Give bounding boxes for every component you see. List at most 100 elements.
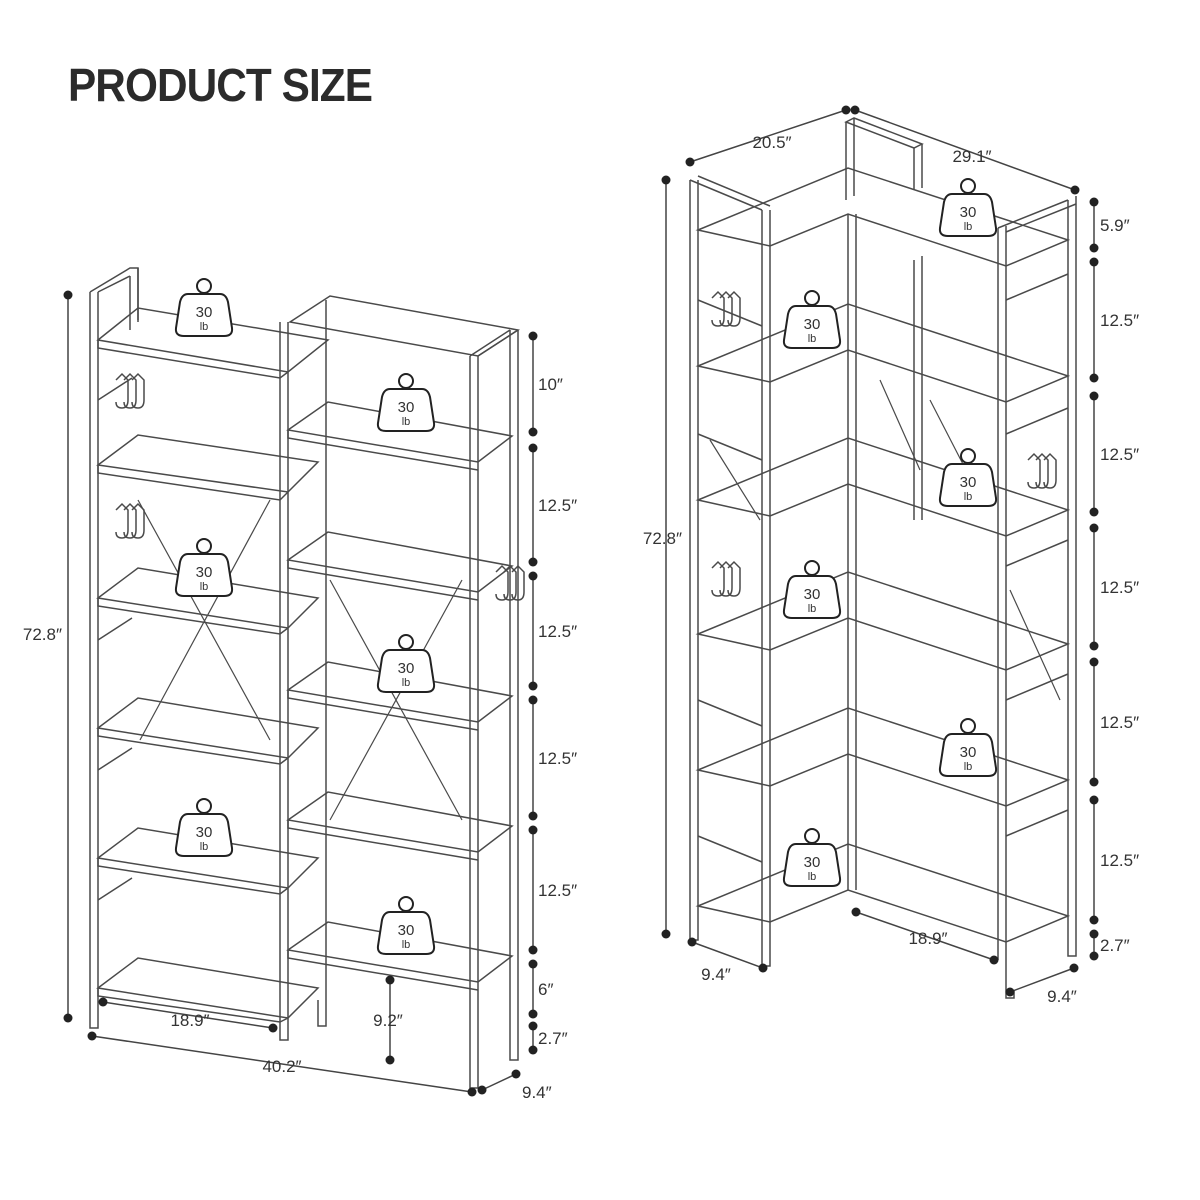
right-top-width-left-line	[689, 109, 847, 163]
right-inner-width-label: 18.9″	[908, 929, 947, 948]
weight-value: 30	[960, 474, 977, 491]
left-section-width-line	[102, 1001, 274, 1029]
left-shelf-spacing-label: 10″	[538, 375, 563, 394]
dimension-endpoint	[528, 945, 538, 955]
dimension-endpoint	[1089, 777, 1099, 787]
dimension-endpoint	[1089, 657, 1099, 667]
dimension-endpoint	[528, 443, 538, 453]
right-shelf-spacing-label: 12.5″	[1100, 445, 1139, 464]
dimension-endpoint	[1089, 951, 1099, 961]
dimension-endpoint	[685, 157, 695, 167]
weight-value: 30	[398, 660, 415, 677]
left-shelf-spacing-label: 6″	[538, 980, 553, 999]
left-section-width-label: 18.9″	[170, 1011, 209, 1030]
dimension-endpoint	[1005, 987, 1015, 997]
dimension-endpoint	[1089, 257, 1099, 267]
hooks	[115, 290, 1057, 601]
dimension-endpoint	[661, 175, 671, 185]
dimension-endpoint	[528, 811, 538, 821]
left-shelf-spacing-label: 12.5″	[538, 622, 577, 641]
right-depth-right-line	[1009, 967, 1075, 993]
left-depth-line	[481, 1073, 517, 1091]
dimension-endpoint	[63, 290, 73, 300]
weight-value: 30	[398, 399, 415, 416]
dimension-annotations: 72.8″18.9″40.2″9.4″9.2″10″12.5″12.5″12.5…	[23, 105, 1139, 1102]
dimension-endpoint	[1089, 929, 1099, 939]
weight-unit: lb	[808, 603, 817, 615]
left-total-width-label: 40.2″	[262, 1057, 301, 1076]
left-depth-label: 9.4″	[522, 1083, 552, 1102]
right-depth-left-line	[691, 941, 764, 969]
hook-icon	[711, 290, 741, 327]
dimension-endpoint	[1089, 795, 1099, 805]
dimension-endpoint	[63, 1013, 73, 1023]
dimension-endpoint	[528, 681, 538, 691]
weight-unit: lb	[402, 939, 411, 951]
dimension-endpoint	[528, 427, 538, 437]
dimension-endpoint	[1089, 391, 1099, 401]
dimension-endpoint	[687, 937, 697, 947]
dimension-endpoint	[528, 959, 538, 969]
left-shelf-spacing-label: 2.7″	[538, 1029, 568, 1048]
right-shelf-spacing-label: 2.7″	[1100, 936, 1130, 955]
dimension-endpoint	[98, 997, 108, 1007]
weight-unit: lb	[200, 581, 209, 593]
dimension-endpoint	[87, 1031, 97, 1041]
dimension-endpoint	[528, 1021, 538, 1031]
hook-icon	[1027, 452, 1057, 489]
weight-unit: lb	[964, 491, 973, 503]
weight-unit: lb	[200, 321, 209, 333]
weight-value: 30	[960, 204, 977, 221]
weight-value: 30	[804, 316, 821, 333]
page-title: PRODUCT SIZE	[68, 59, 373, 111]
right-shelf-spacing-label: 12.5″	[1100, 713, 1139, 732]
weight-value: 30	[196, 824, 213, 841]
dimension-endpoint	[528, 825, 538, 835]
dimension-endpoint	[385, 975, 395, 985]
right-depth-left-label: 9.4″	[701, 965, 731, 984]
dimension-endpoint	[1089, 523, 1099, 533]
right-shelf-spacing-label: 12.5″	[1100, 578, 1139, 597]
weight-unit: lb	[808, 871, 817, 883]
weight-unit: lb	[808, 333, 817, 345]
weight-value: 30	[804, 854, 821, 871]
dimension-endpoint	[528, 557, 538, 567]
right-top-width-right-label: 29.1″	[952, 147, 991, 166]
weight-value: 30	[196, 564, 213, 581]
hook-icon	[711, 560, 741, 597]
dimension-endpoint	[385, 1055, 395, 1065]
dimension-endpoint	[661, 929, 671, 939]
dimension-endpoint	[511, 1069, 521, 1079]
right-shelf-spacing-label: 12.5″	[1100, 851, 1139, 870]
weight-value: 30	[804, 586, 821, 603]
weight-unit: lb	[402, 416, 411, 428]
dimension-endpoint	[841, 105, 851, 115]
right-shelf-spacing-label: 12.5″	[1100, 311, 1139, 330]
left-total-width-line	[91, 1035, 473, 1093]
dimension-endpoint	[758, 963, 768, 973]
weight-unit: lb	[200, 841, 209, 853]
weight-unit: lb	[402, 677, 411, 689]
dimension-endpoint	[268, 1023, 278, 1033]
right-top-width-left-label: 20.5″	[752, 133, 791, 152]
weight-value: 30	[960, 744, 977, 761]
right-height-label: 72.8″	[643, 529, 682, 548]
dimension-endpoint	[1089, 507, 1099, 517]
dimension-endpoint	[528, 571, 538, 581]
weight-unit: lb	[964, 761, 973, 773]
right-inner-width-line	[855, 911, 995, 961]
dimension-endpoint	[528, 695, 538, 705]
hook-icon	[495, 564, 525, 601]
dimension-endpoint	[477, 1085, 487, 1095]
dimension-endpoint	[528, 1045, 538, 1055]
